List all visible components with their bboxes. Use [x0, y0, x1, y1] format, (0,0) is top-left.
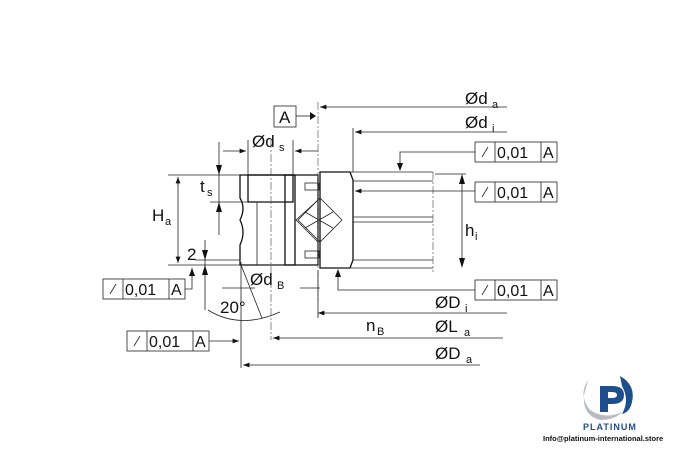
datum-label: A — [279, 108, 291, 127]
angle-arc — [207, 309, 281, 321]
svg-text:A: A — [171, 282, 182, 299]
platinum-logo: PLATINUM Info@platinum-international.sto… — [543, 376, 663, 443]
svg-text:PLATINUM: PLATINUM — [583, 422, 637, 432]
svg-text:Ød: Ød — [465, 113, 488, 132]
tolerance-frame-4: 0,01 A — [102, 278, 186, 300]
label-offset-2: 2 — [187, 245, 196, 264]
svg-text:0,01: 0,01 — [497, 145, 528, 162]
svg-text:a: a — [165, 216, 172, 228]
svg-text:A: A — [543, 145, 554, 162]
svg-text:Ød: Ød — [465, 89, 488, 108]
label-La: ØL a — [435, 317, 471, 339]
svg-text:i: i — [475, 231, 477, 243]
svg-text:0,01: 0,01 — [149, 334, 180, 351]
svg-text:i: i — [492, 123, 494, 135]
runout-icon — [481, 146, 489, 158]
tolerance-frame-3: 0,01 A — [474, 279, 558, 301]
tolerance-frame-1: 0,01 A — [474, 141, 558, 163]
svg-text:s: s — [279, 142, 285, 154]
runout-icon — [133, 335, 141, 347]
svg-text:Ød: Ød — [252, 132, 275, 151]
tolerance-frame-5: 0,01 A — [126, 330, 210, 352]
svg-text:H: H — [152, 206, 164, 225]
svg-text:A: A — [543, 185, 554, 202]
label-angle: 20° — [220, 298, 246, 317]
svg-text:0,01: 0,01 — [497, 283, 528, 300]
svg-text:a: a — [466, 354, 473, 366]
runout-icon — [481, 284, 489, 296]
svg-text:B: B — [277, 280, 284, 292]
label-Da: ØD a — [435, 344, 473, 366]
svg-text:B: B — [377, 326, 384, 338]
svg-text:ØD: ØD — [435, 293, 461, 312]
svg-text:Ød: Ød — [250, 270, 273, 289]
tolerance-frame-2: 0,01 A — [474, 181, 558, 203]
logo-email: Info@platinum-international.store — [543, 434, 663, 443]
outer-ring — [239, 174, 319, 266]
svg-text:ØL: ØL — [435, 317, 458, 336]
svg-text:h: h — [465, 221, 474, 240]
runout-icon — [481, 186, 489, 198]
svg-text:A: A — [195, 334, 206, 351]
inner-ring — [297, 171, 434, 272]
svg-text:i: i — [465, 303, 467, 315]
datum-box — [273, 105, 297, 128]
svg-text:a: a — [464, 327, 471, 339]
svg-text:t: t — [200, 177, 205, 196]
svg-text:s: s — [207, 187, 213, 199]
svg-text:n: n — [366, 316, 375, 335]
svg-text:0,01: 0,01 — [497, 185, 528, 202]
svg-text:A: A — [543, 283, 554, 300]
svg-text:0,01: 0,01 — [125, 282, 156, 299]
label-Di: ØD i — [435, 293, 467, 315]
runout-icon — [109, 283, 117, 295]
svg-text:ØD: ØD — [435, 344, 461, 363]
svg-text:a: a — [492, 99, 499, 111]
